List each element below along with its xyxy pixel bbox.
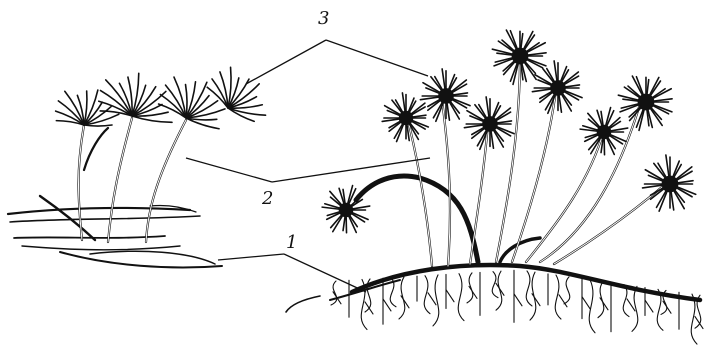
right-whorl-6 (532, 61, 582, 113)
right-plant (286, 30, 703, 344)
right-roots (331, 270, 703, 344)
right-whorl-9 (643, 155, 696, 211)
left-whorl-2 (99, 73, 172, 122)
left-rhizome (8, 196, 222, 267)
left-whorl-3 (159, 77, 225, 129)
left-leaf-whorls (56, 67, 266, 128)
left-stems (79, 118, 187, 242)
left-whorl-4 (207, 67, 265, 121)
right-whorl-8 (618, 76, 672, 130)
right-whorl-4 (464, 97, 514, 149)
right-rhizome (286, 176, 700, 312)
right-whorl-3 (420, 69, 470, 121)
leader-1-right (284, 254, 366, 292)
leader-2-left (186, 158, 272, 182)
left-plant (8, 67, 266, 267)
label-rhizome: 1 (286, 232, 297, 253)
leader-1-left (218, 254, 284, 260)
label-whorl: 3 (318, 8, 329, 29)
right-leaf-whorls (322, 30, 696, 233)
label-stem: 2 (261, 188, 273, 209)
leader-3-right (326, 40, 428, 76)
leader-3-left (246, 40, 326, 84)
right-whorl-7 (580, 108, 628, 155)
